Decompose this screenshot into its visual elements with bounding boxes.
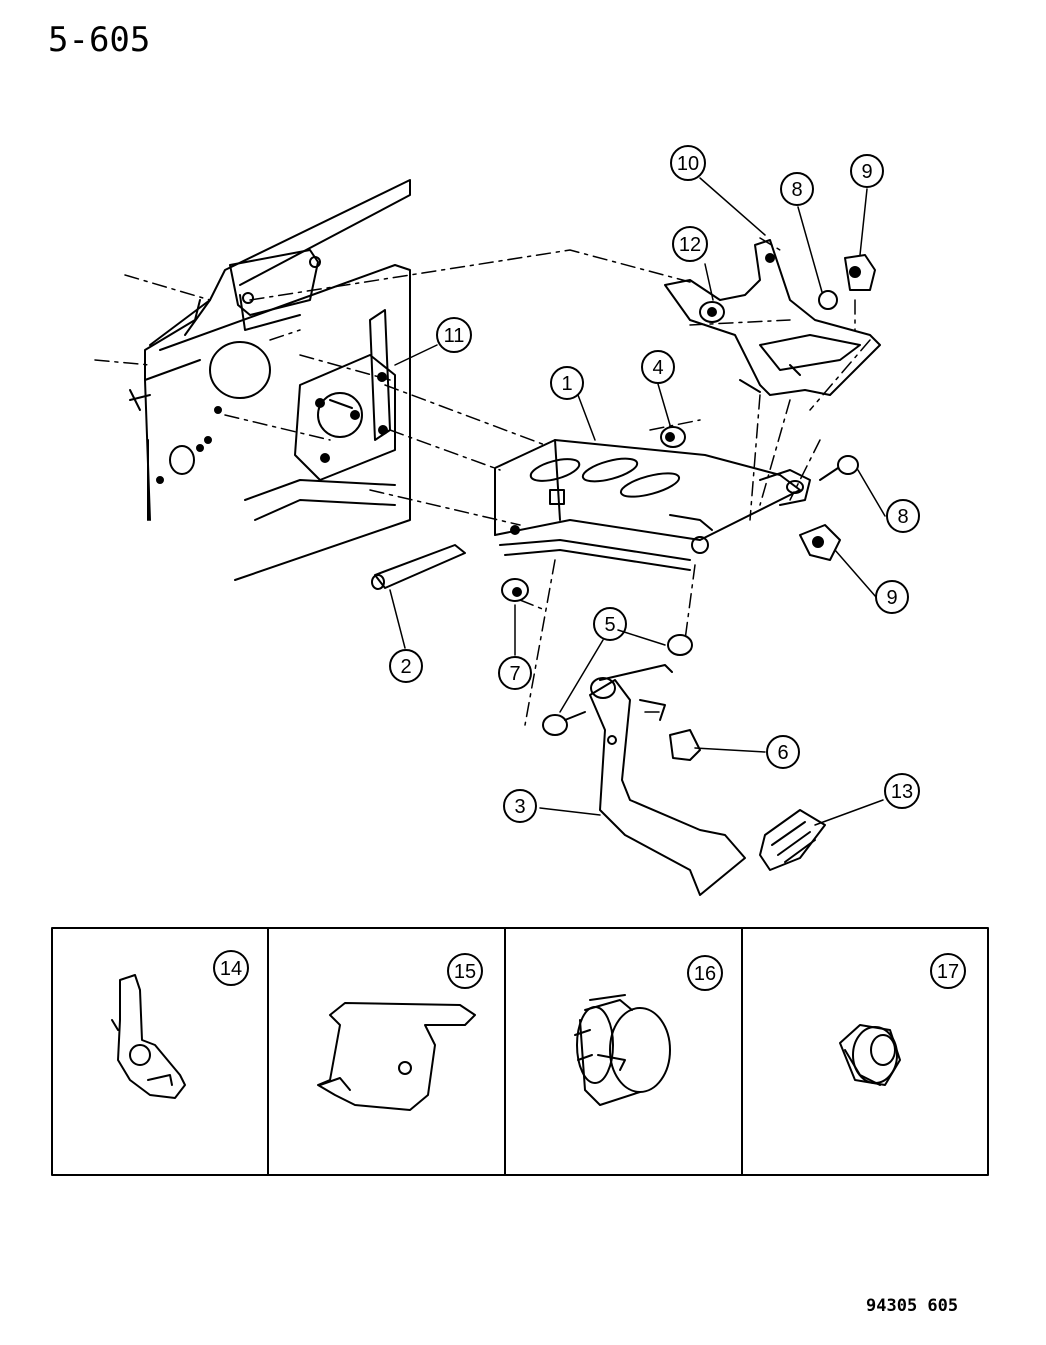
- callout-7: 7: [498, 656, 532, 690]
- bolt-8-lower: [819, 455, 859, 481]
- callout-8-lower-label: 8: [897, 506, 908, 528]
- callout-10-label: 10: [677, 153, 699, 175]
- callout-8-upper: 8: [780, 172, 814, 206]
- callout-9-upper: 9: [850, 154, 884, 188]
- diagram-reference-code: 94305 605: [866, 1296, 959, 1316]
- callout-2-label: 2: [400, 656, 411, 678]
- callout-14-label: 14: [220, 958, 242, 980]
- callout-9-lower: 9: [875, 580, 909, 614]
- pedal-support-bracket: [494, 439, 811, 571]
- firewall-panel: [129, 179, 411, 581]
- callout-15: 15: [447, 953, 483, 989]
- bolt-8-upper: [818, 290, 838, 310]
- callout-6-label: 6: [777, 742, 788, 764]
- callout-16-label: 16: [694, 963, 716, 985]
- clip-nut-9-lower: [799, 524, 841, 561]
- callout-9-lower-label: 9: [886, 587, 897, 609]
- assembly-lead-lines: [94, 237, 871, 726]
- callout-leaders: [389, 177, 886, 826]
- pivot-pin: [371, 544, 466, 590]
- callout-2: 2: [389, 649, 423, 683]
- callout-6: 6: [766, 735, 800, 769]
- callout-11: 11: [436, 317, 472, 353]
- clip-6: [669, 729, 701, 761]
- pedal-pad: [759, 809, 826, 871]
- callout-1-label: 1: [561, 373, 572, 395]
- callout-13-label: 13: [891, 781, 913, 803]
- callout-10: 10: [670, 145, 706, 181]
- callout-17-label: 17: [937, 961, 959, 983]
- callout-5: 5: [593, 607, 627, 641]
- bushings: [542, 634, 693, 736]
- callout-12-label: 12: [679, 234, 701, 256]
- callout-12: 12: [672, 226, 708, 262]
- callout-3-label: 3: [514, 796, 525, 818]
- detail-flange-nut-17: [839, 1024, 901, 1086]
- callout-1: 1: [550, 366, 584, 400]
- adapter-plate: [294, 354, 396, 481]
- nut-12: [699, 301, 725, 323]
- upper-bracket: [664, 239, 881, 396]
- callout-4-label: 4: [652, 357, 663, 379]
- callout-15-label: 15: [454, 961, 476, 983]
- callout-7-label: 7: [509, 663, 520, 685]
- nut-7: [501, 578, 529, 602]
- detail-bracket-14: [111, 974, 186, 1099]
- callout-9-upper-label: 9: [861, 161, 872, 183]
- callout-4: 4: [641, 350, 675, 384]
- clip-nut-9-upper: [844, 254, 876, 291]
- callout-17: 17: [930, 953, 966, 989]
- callout-14: 14: [213, 950, 249, 986]
- callout-11-label: 11: [444, 325, 465, 347]
- callout-5-label: 5: [604, 614, 615, 636]
- detail-panel-grid: [51, 927, 989, 1176]
- nut-4: [660, 426, 686, 448]
- callout-8-upper-label: 8: [791, 179, 802, 201]
- detail-clip-16: [574, 994, 671, 1106]
- detail-plate-15: [317, 1002, 476, 1111]
- page-title: 5-605: [48, 20, 151, 60]
- callout-13: 13: [884, 773, 920, 809]
- callout-3: 3: [503, 789, 537, 823]
- pedal-arm: [589, 664, 746, 896]
- callout-16: 16: [687, 955, 723, 991]
- callout-8-lower: 8: [886, 499, 920, 533]
